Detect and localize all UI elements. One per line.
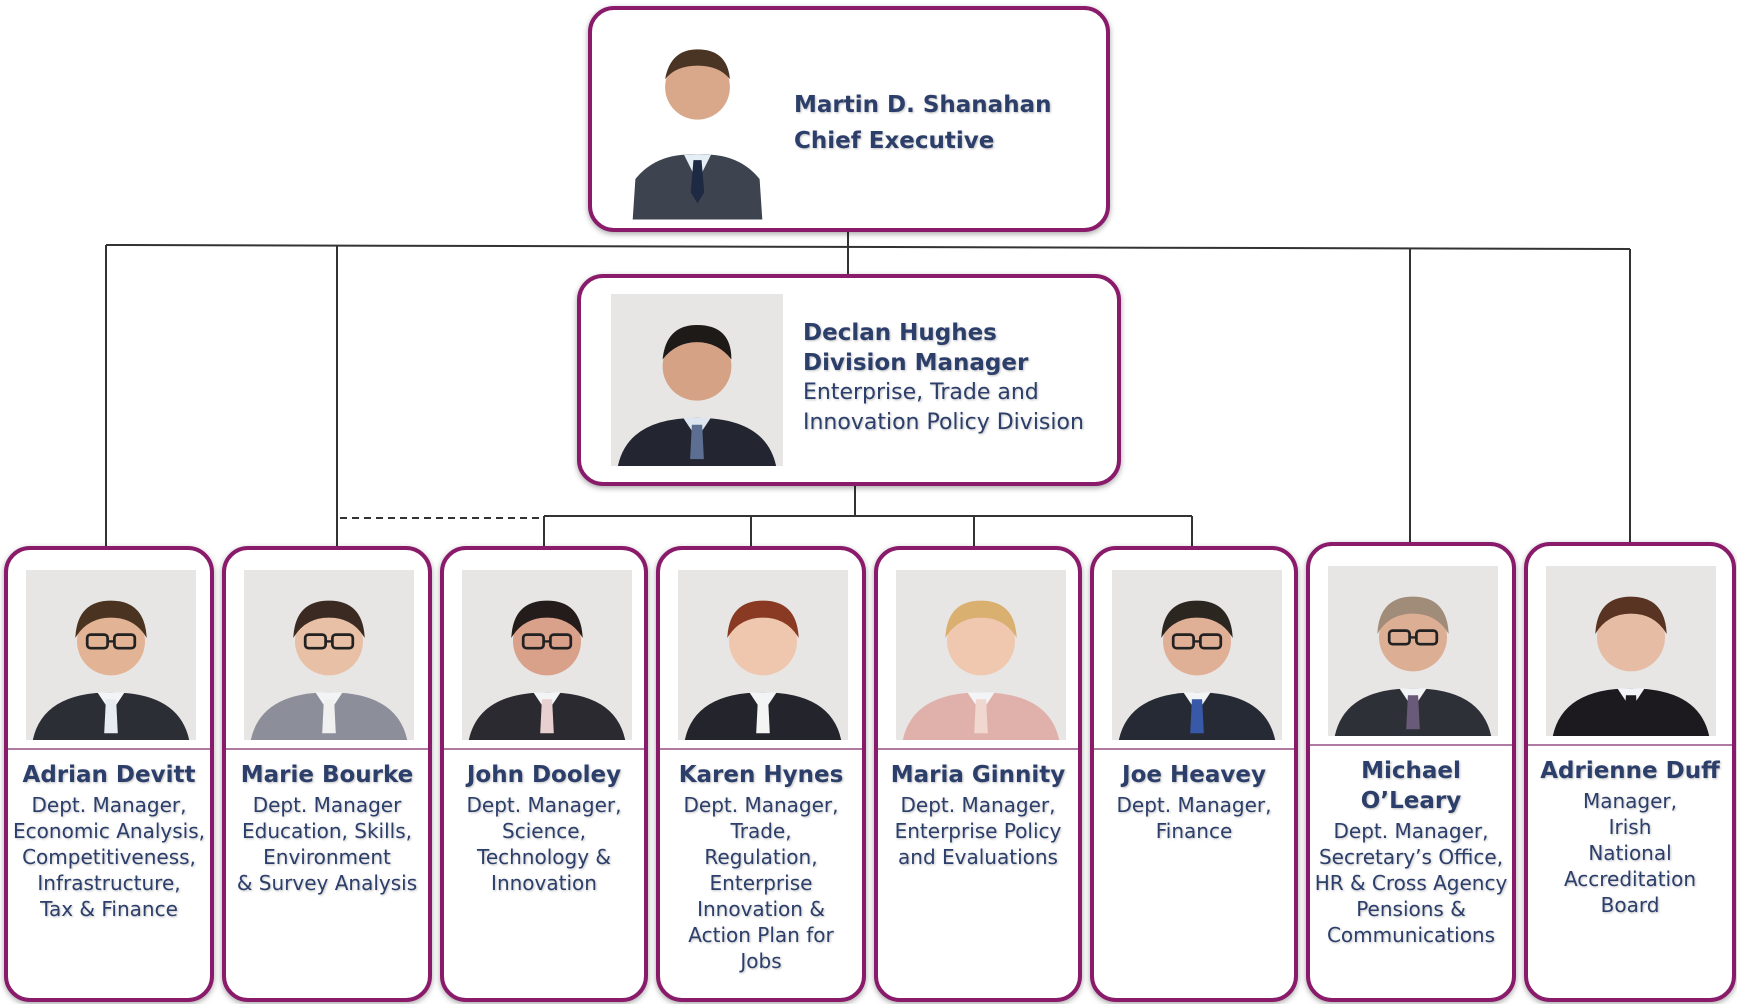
manager-photo [26, 570, 196, 740]
manager-role-line: Competitiveness, [22, 845, 196, 869]
manager-photo [1546, 566, 1716, 736]
card-divider [1528, 744, 1732, 746]
chief-executive-title: Chief Executive [794, 128, 995, 154]
card-divider [878, 748, 1078, 750]
chief-executive-name: Martin D. Shanahan [794, 92, 1052, 118]
manager-role-line: Dept. Manager, [466, 793, 622, 817]
manager-photo [462, 570, 632, 740]
manager-role-line: Infrastructure, [37, 871, 181, 895]
manager-role-line: HR & Cross Agency [1314, 871, 1508, 895]
manager-role-line: Environment [263, 845, 391, 869]
manager-role-line: Secretary’s Office, [1318, 845, 1504, 869]
manager-name: Joe Heavey [1122, 762, 1266, 788]
card-divider [1310, 744, 1512, 746]
manager-role-line: Dept. Manager, [683, 793, 839, 817]
manager-name: Michael O’Leary [1360, 758, 1462, 814]
manager-role-line: Tax & Finance [40, 897, 178, 921]
card-divider [8, 748, 210, 750]
manager-role-line: Finance [1155, 819, 1233, 843]
manager-role-line: Dept. Manager, [1116, 793, 1272, 817]
division-desc-line1: Enterprise, Trade and [803, 380, 1039, 405]
division-desc-line2: Innovation Policy Division [803, 410, 1084, 435]
manager-role-line: Trade, [730, 819, 792, 843]
manager-role-line: National [1588, 841, 1672, 865]
manager-role-line: Innovation [491, 871, 597, 895]
manager-role-line: Irish [1608, 815, 1652, 839]
division-manager-photo [611, 294, 783, 466]
manager-role-line: Dept. Manager, [1333, 819, 1489, 843]
manager-role-line: Dept. Manager, [31, 793, 187, 817]
manager-role-line: Jobs [740, 949, 782, 973]
manager-role-line: Technology & [477, 845, 611, 869]
manager-role-line: Education, Skills, [241, 819, 412, 843]
manager-role-line: Innovation & [697, 897, 825, 921]
manager-name: Marie Bourke [240, 762, 414, 788]
division-manager-title: Division Manager [803, 350, 1029, 376]
manager-role-line: Board [1600, 893, 1660, 917]
manager-role-line: Economic Analysis, [13, 819, 205, 843]
card-divider [444, 748, 644, 750]
manager-photo [678, 570, 848, 740]
manager-photo [896, 570, 1066, 740]
manager-role-line: Enterprise Policy [894, 819, 1062, 843]
card-divider [660, 748, 862, 750]
manager-role-line: Enterprise [709, 871, 813, 895]
manager-photo [244, 570, 414, 740]
chief-executive-text: Martin D. Shanahan Chief Executive [794, 90, 1051, 156]
manager-photo [1328, 566, 1498, 736]
manager-name: Maria Ginnity [890, 762, 1066, 788]
manager-name: Karen Hynes [678, 762, 844, 788]
division-manager-card: Declan Hughes Division Manager Enterpris… [577, 274, 1121, 486]
manager-role-line: Science, [502, 819, 586, 843]
manager-role-line: Communications [1326, 923, 1496, 947]
card-divider [1094, 748, 1294, 750]
manager-role-line: Dept. Manager [252, 793, 402, 817]
manager-name: Adrian Devitt [22, 762, 196, 788]
manager-role-line: Action Plan for [688, 923, 834, 947]
manager-photo [1112, 570, 1282, 740]
manager-role-line: Pensions & [1356, 897, 1466, 921]
chief-executive-photo [630, 30, 765, 220]
manager-name: Adrienne Duff [1540, 758, 1720, 784]
chief-executive-card: Martin D. Shanahan Chief Executive [588, 6, 1110, 232]
manager-name: John Dooley [466, 762, 622, 788]
manager-role-line: Accreditation [1563, 867, 1697, 891]
division-manager-name: Declan Hughes [803, 320, 997, 346]
division-manager-text: Declan Hughes Division Manager Enterpris… [803, 318, 1084, 438]
card-divider [226, 748, 428, 750]
manager-role-line: Manager, [1582, 789, 1678, 813]
manager-role-line: Dept. Manager, [900, 793, 1056, 817]
manager-role-line: Regulation, [704, 845, 818, 869]
manager-role-line: & Survey Analysis [236, 871, 418, 895]
manager-role-line: and Evaluations [898, 845, 1058, 869]
